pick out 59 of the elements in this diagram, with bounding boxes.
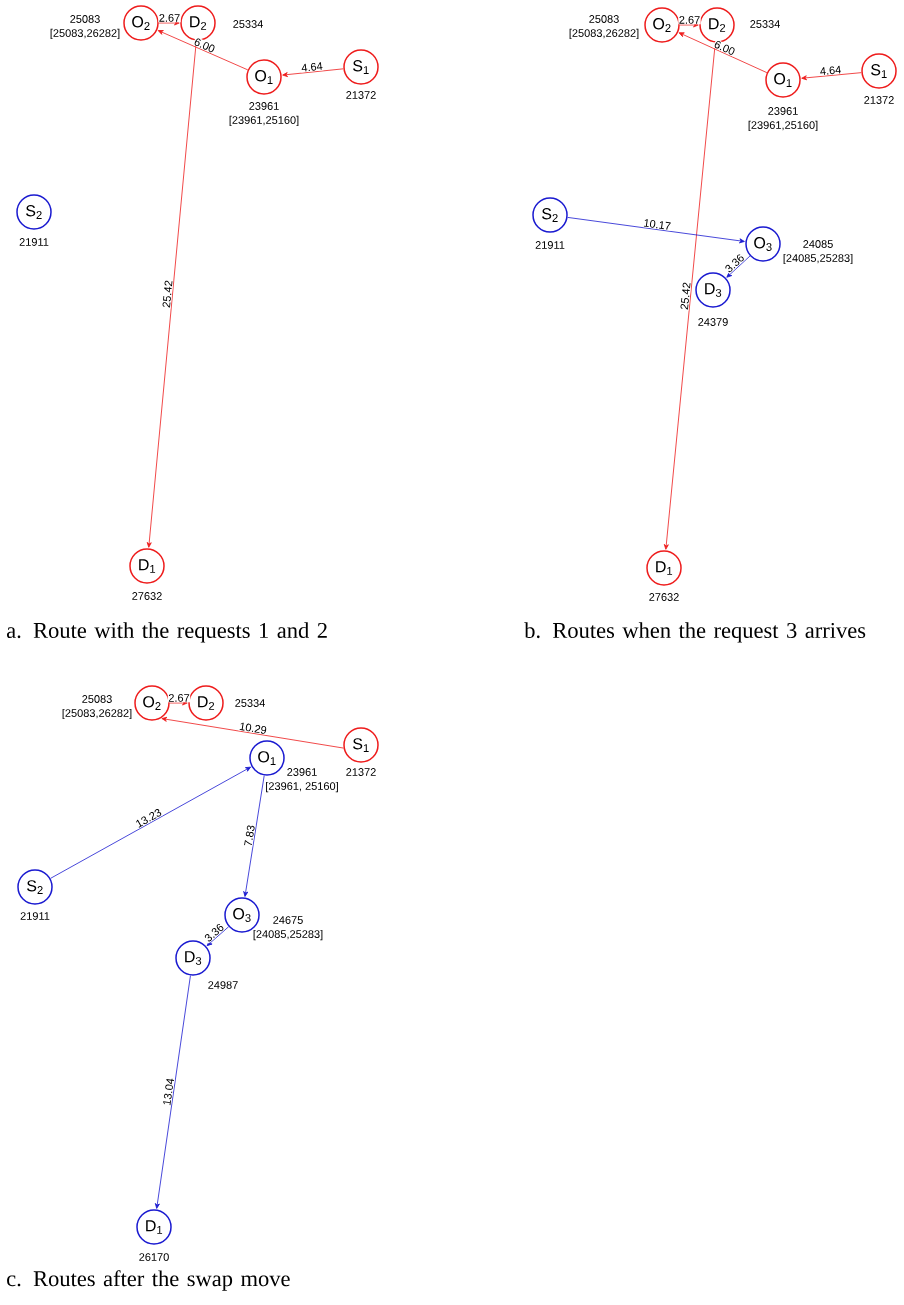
edge-label: 4.64	[818, 65, 843, 76]
time-label: 23961	[249, 102, 279, 110]
arrow	[169, 700, 188, 706]
arrow	[50, 766, 251, 879]
edge-label: 2.67	[678, 15, 701, 25]
time-label: 24987	[208, 981, 238, 989]
time-label: 25083	[70, 15, 100, 23]
arrow	[243, 775, 265, 897]
arrow	[158, 20, 180, 26]
arrow	[282, 68, 344, 78]
edge-label: 3.36	[202, 922, 226, 944]
arrow	[161, 716, 344, 749]
time-label: [23961,25160]	[229, 115, 299, 127]
time-label: [25083,26282]	[62, 708, 132, 720]
arrow	[678, 32, 768, 74]
edge-label: 25.42	[161, 279, 174, 309]
time-label: 23961	[768, 107, 798, 115]
time-label: 21911	[20, 912, 50, 920]
time-label: 25334	[233, 20, 263, 28]
time-label: [25083,26282]	[569, 28, 639, 40]
edge-label: 10.17	[642, 218, 672, 231]
time-label: [25083,26282]	[50, 28, 120, 40]
time-label: 25083	[589, 15, 619, 23]
arrow	[154, 975, 191, 1209]
arrow	[157, 30, 249, 71]
arrow	[679, 22, 699, 28]
time-label: 26170	[139, 1253, 169, 1261]
edge-label: 2.67	[167, 693, 191, 703]
time-label: 21372	[346, 768, 376, 776]
time-label: 21911	[19, 238, 49, 246]
time-label: 25334	[750, 20, 780, 28]
edge-label: 4.64	[300, 61, 324, 73]
time-label: [23961, 25160]	[266, 781, 338, 793]
panel-caption: c. Routes after the swap move	[7, 1270, 290, 1291]
time-label: 24379	[698, 318, 728, 326]
edge-label: 6.00	[192, 36, 217, 54]
panel-caption: b. Routes when the request 3 arrives	[524, 622, 866, 643]
time-label: 27632	[649, 593, 679, 601]
arrow	[567, 217, 745, 244]
panel-caption: a. Route with the requests 1 and 2	[7, 622, 327, 643]
edge-label: 10.29	[238, 721, 268, 735]
time-label: 25083	[82, 695, 112, 703]
arrow	[801, 72, 862, 81]
time-label: 21372	[864, 96, 894, 104]
time-label: 24085	[803, 240, 833, 248]
time-label: 21372	[346, 91, 376, 99]
time-label: 25334	[235, 699, 265, 707]
time-label: 23961	[287, 768, 317, 776]
edge-label: 13.04	[162, 1077, 175, 1107]
arrow	[726, 255, 751, 278]
edge-label: 7.83	[243, 823, 256, 848]
time-label: 21911	[535, 241, 565, 249]
time-label: [23961,25160]	[748, 120, 818, 132]
edge-label: 25.42	[679, 281, 692, 311]
edge-label: 2.67	[158, 13, 181, 23]
edge-label: 6.00	[712, 39, 737, 57]
time-label: [24085,25283]	[783, 253, 853, 265]
time-label: 27632	[132, 592, 162, 600]
time-label: 24675	[273, 916, 303, 924]
